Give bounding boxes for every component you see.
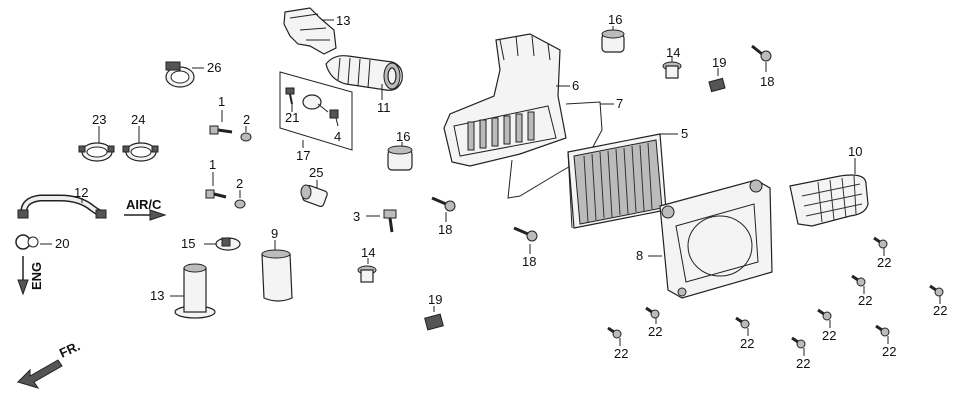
callout-17: 17: [296, 148, 310, 163]
callout-11: 11: [377, 100, 391, 115]
callout-22-i: 22: [882, 344, 896, 359]
part-18-bolt-b: [431, 196, 456, 222]
callout-23: 23: [92, 112, 106, 127]
front-label: FR.: [57, 338, 82, 360]
part-11-connecting-tube: [325, 55, 403, 100]
part-22-bolt-b: [851, 274, 866, 294]
callout-1-lower: 1: [209, 157, 216, 172]
eng-label: ENG: [29, 262, 44, 290]
callout-24: 24: [131, 112, 145, 127]
part-22-bolt-h: [791, 336, 806, 356]
callout-12: 12: [74, 185, 88, 200]
callout-3: 3: [353, 209, 360, 224]
part-21-screw: [285, 87, 295, 112]
callout-26: 26: [207, 60, 221, 75]
callout-14-mid: 14: [361, 245, 375, 260]
part-19-clip-top: [708, 68, 726, 93]
part-4-nut: [329, 109, 339, 127]
callout-7: 7: [616, 96, 623, 111]
callout-9: 9: [271, 226, 278, 241]
part-14-collar-top: [662, 56, 682, 79]
callout-13-top: 13: [336, 13, 350, 28]
part-8-air-cleaner-cover: [659, 179, 773, 299]
part-16-grommet-top: [601, 26, 625, 53]
part-22-bolt-d: [645, 306, 660, 324]
callout-22-d: 22: [648, 324, 662, 339]
callout-22-b: 22: [858, 293, 872, 308]
part-21-clip: [302, 94, 329, 113]
part-14-collar-mid: [357, 258, 377, 283]
callout-16-top: 16: [608, 12, 622, 27]
front-direction-arrow: [17, 359, 63, 389]
air-c-direction-arrow: [124, 209, 167, 221]
callout-15: 15: [181, 236, 195, 251]
part-13-drain-tube-lower: [170, 263, 216, 319]
part-5-air-filter-element: [567, 133, 671, 229]
part-24-hose-clamp: [122, 126, 159, 162]
callout-6: 6: [572, 78, 579, 93]
part-22-bolt-a: [873, 236, 888, 256]
part-6-ribs: [467, 111, 535, 151]
callout-18-b: 18: [438, 222, 452, 237]
callout-1-upper: 1: [218, 94, 225, 109]
callout-4: 4: [334, 129, 341, 144]
callout-18-c: 18: [522, 254, 536, 269]
part-22-bolt-g: [817, 308, 832, 328]
callout-14-top: 14: [666, 45, 680, 60]
air-c-label: AIR/C: [126, 197, 162, 212]
part-17-kit-box: [279, 71, 353, 151]
part-2-washer-lower: [234, 190, 246, 209]
part-23-hose-clamp: [78, 126, 115, 162]
part-22-bolt-f: [735, 316, 750, 336]
callout-22-h: 22: [796, 356, 810, 371]
callout-22-a: 22: [877, 255, 891, 270]
part-9-sleeve: [261, 240, 293, 302]
part-25-grommet: [300, 180, 328, 208]
callout-19-top: 19: [712, 55, 726, 70]
part-18-bolt-a: [751, 44, 772, 72]
callout-2-upper: 2: [243, 112, 250, 127]
callout-22-c: 22: [933, 303, 947, 318]
part-1-bolt-upper: [209, 110, 233, 135]
part-13-intake-duct-top: [283, 7, 337, 55]
callout-22-f: 22: [740, 336, 754, 351]
part-10-intake-snorkel: [789, 158, 869, 227]
part-18-bolt-c: [513, 226, 538, 254]
part-20-o-ring: [15, 234, 52, 250]
part-22-bolt-e: [607, 326, 622, 346]
part-22-bolt-i: [875, 324, 890, 344]
part-16-grommet-mid: [387, 142, 413, 171]
callout-2-lower: 2: [236, 176, 243, 191]
callout-13-lower: 13: [150, 288, 164, 303]
callout-22-e: 22: [614, 346, 628, 361]
callout-21: 21: [285, 110, 299, 125]
part-15-band: [204, 237, 241, 251]
callout-22-g: 22: [822, 328, 836, 343]
part-6-air-cleaner-case: [443, 33, 567, 167]
part-3-bolt: [366, 209, 397, 233]
part-26-clamp: [165, 61, 204, 88]
callout-8: 8: [636, 248, 643, 263]
callout-25: 25: [309, 165, 323, 180]
eng-direction-arrow: [17, 256, 29, 296]
callout-19-mid: 19: [428, 292, 442, 307]
callout-5: 5: [681, 126, 688, 141]
callout-20: 20: [55, 236, 69, 251]
callout-10: 10: [848, 144, 862, 159]
part-2-washer-upper: [240, 126, 252, 142]
part-19-clip-mid: [424, 306, 444, 331]
callout-18-a: 18: [760, 74, 774, 89]
part-12-breather-hose: [17, 194, 107, 219]
callout-16-mid: 16: [396, 129, 410, 144]
part-22-bolt-c: [929, 284, 944, 304]
part-1-bolt-lower: [205, 172, 227, 199]
